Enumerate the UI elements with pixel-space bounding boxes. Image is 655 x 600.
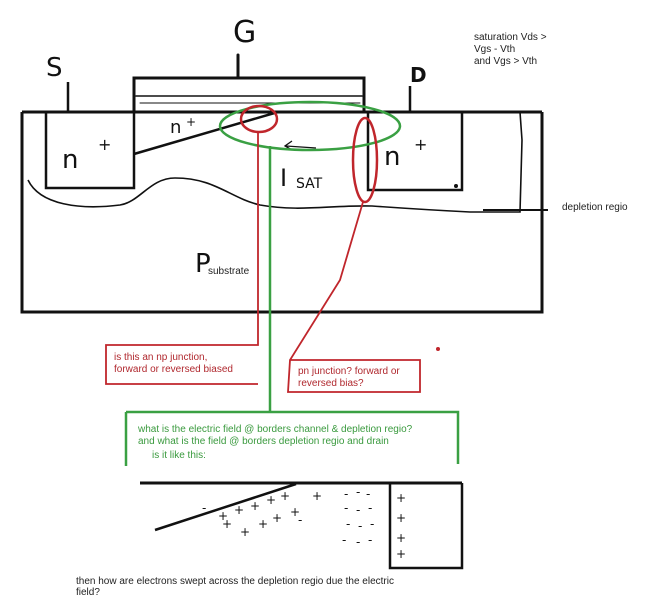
charge-plus-14: + [396,531,406,545]
substrate-p-label: P [195,249,211,279]
charge-minus-14: - [368,533,372,547]
bottom-question: then how are electrons swept across the … [76,576,397,598]
charge-minus-1: - [202,501,206,515]
drain-contact-dot [454,184,458,188]
charge-plus-13: + [396,511,406,525]
charge-minus-13: - [356,535,360,549]
channel-plus-label: + [186,115,196,129]
charge-minus-11: - [370,517,374,531]
charge-minus-6: - [344,501,348,515]
pn-question-line-1: pn junction? forward or [298,366,400,377]
charge-plus-15: + [396,547,406,561]
isat-subscript: SAT [296,176,323,192]
np-question-line-1: is this an np junction, [114,352,207,363]
charge-minus-2: - [298,513,302,527]
bottom-question-line-2: field? [76,587,100,598]
drain-label: D [410,63,427,87]
charge-minus-5: - [366,487,370,501]
field-question-line-2: and what is the field @ borders depletio… [138,436,389,447]
charge-plus-7: + [222,517,232,531]
charge-minus-10: - [358,519,362,533]
charge-plus-6: + [312,489,322,503]
source-n-label: n [62,145,78,175]
charge-plus-11: + [290,505,300,519]
bottom-question-line-1: then how are electrons swept across the … [76,576,394,587]
charge-minus-8: - [368,501,372,515]
np-question-box [105,132,259,385]
substrate-body [20,110,544,314]
charge-plus-3: + [250,499,260,513]
np-question: is this an np junction, forward or rever… [114,352,233,375]
field-question-line-3: is it like this: [152,450,206,461]
charge-minus-9: - [346,517,350,531]
substrate-label: substrate [208,266,250,277]
field-question-line-1: what is the electric field @ borders cha… [137,424,413,435]
pn-question: pn junction? forward or reversed bias? [298,366,403,389]
charge-minus-3: - [344,487,348,501]
drain-n-plus-region [366,112,464,192]
charge-minus-12: - [342,533,346,547]
saturation-note-line-1: saturation Vds > [474,32,547,43]
charge-plus-12: + [396,491,406,505]
red-dot [436,347,440,351]
source-plus-label: + [98,135,111,154]
charge-minus-7: - [356,503,360,517]
source-label: S [46,53,63,83]
closeup-sketch [140,481,464,570]
saturation-note-line-2: Vgs - Vth [474,44,515,55]
saturation-note-line-3: and Vgs > Vth [474,56,537,67]
charge-plus-10: + [272,511,282,525]
drain-n-label: n [384,142,400,172]
charge-plus-5: + [280,489,290,503]
isat-label: I [280,164,287,192]
depletion-label: depletion regio [562,202,628,213]
charge-plus-1: + [218,509,228,523]
charge-plus-8: + [240,525,250,539]
charge-plus-4: + [266,493,276,507]
charge-plus-2: + [234,503,244,517]
channel-n-label: n [170,117,181,138]
closeup-charges: - + + + + + + + + + + + - - - - - - - - … [202,485,406,561]
pn-question-line-2: reversed bias? [298,378,364,389]
source-n-plus-region [44,112,136,190]
depletion-region-outline [27,111,523,213]
pinch-off-ellipse [218,100,402,152]
drain-plus-label: + [414,135,427,154]
drain-junction-ellipse [351,116,379,204]
np-question-line-2: forward or reversed biased [114,364,233,375]
pn-question-box [287,201,421,393]
channel-wedge [133,110,279,156]
gate-label: G [233,15,256,50]
charge-minus-4: - [356,485,360,499]
saturation-note: saturation Vds > Vgs - Vth and Vgs > Vth [474,32,549,67]
field-question-box [124,146,460,466]
pinch-point-ellipse [239,104,279,134]
field-question: what is the electric field @ borders cha… [137,424,415,461]
charge-plus-9: + [258,517,268,531]
